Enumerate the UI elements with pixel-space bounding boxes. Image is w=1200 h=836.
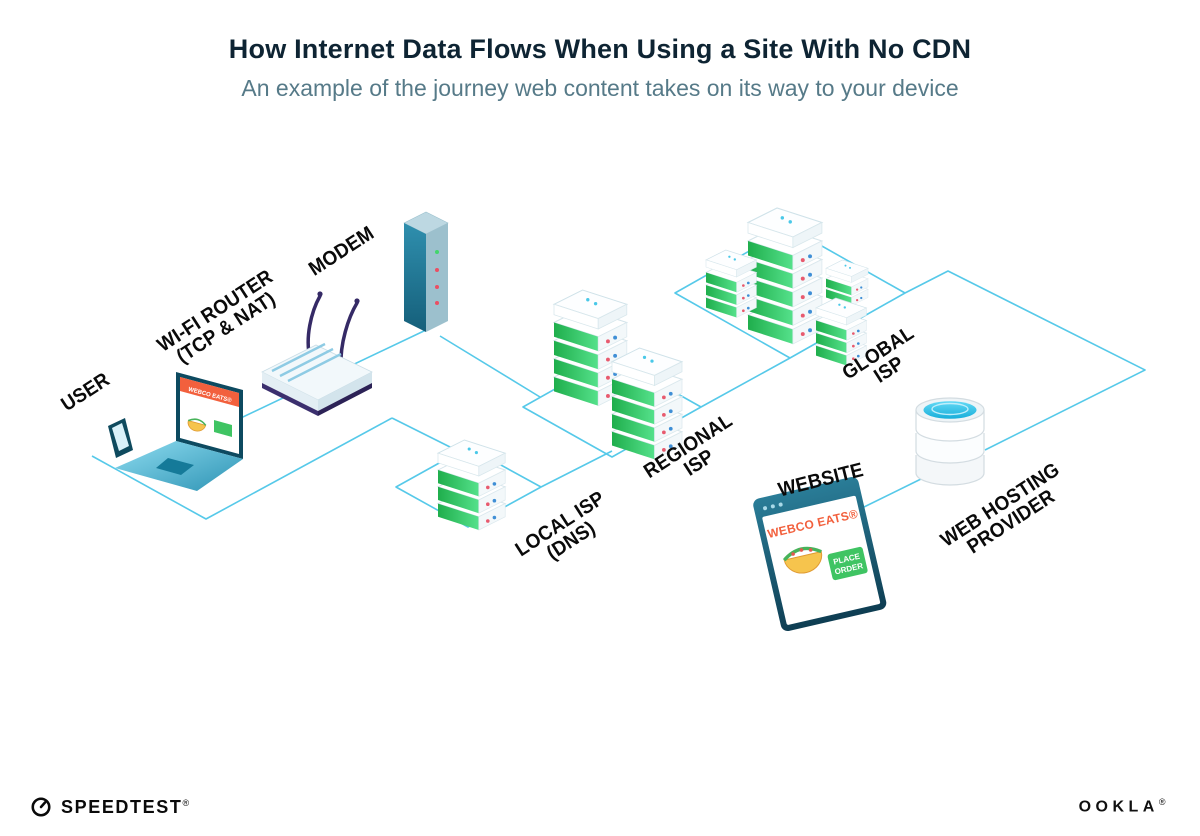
laptop-trackpad [156,458,194,475]
taco-icon [782,546,823,574]
speedtest-gauge-icon [31,797,51,817]
server-stack-local-isp [437,439,506,531]
speedtest-wordmark: SPEEDTEST® [61,796,191,817]
window-dot [763,506,768,511]
laptop-taco-icon [187,418,207,432]
smartphone [108,418,133,458]
server-stacks-global-isp [705,207,869,366]
modem-led-green [435,250,439,254]
window-dot [770,504,775,509]
speedtest-logo: SPEEDTEST® [30,796,191,818]
website-window: WEBCO EATS® PLACE ORDER [753,477,887,632]
user-laptop: WEBCO EATS® [108,372,243,491]
page-subtitle: An example of the journey web content ta… [241,75,959,101]
place-order-button: PLACE ORDER [827,546,868,581]
modem-device [403,211,449,332]
connection-lines [91,227,1146,528]
page-title: How Internet Data Flows When Using a Sit… [228,34,972,64]
modem-led-red [435,301,439,305]
window-dot [778,502,783,507]
wifi-router-device [261,291,373,416]
modem-led-red [435,268,439,272]
laptop-order-button [214,420,232,437]
modem-led-red [435,285,439,289]
router-antenna [339,301,359,368]
header: How Internet Data Flows When Using a Sit… [0,34,1200,102]
ookla-logo: OOKLA® [1078,797,1170,816]
footer: SPEEDTEST® OOKLA® [0,796,1200,818]
web-hosting-database [915,397,985,486]
server-stacks-regional-isp [553,289,683,460]
